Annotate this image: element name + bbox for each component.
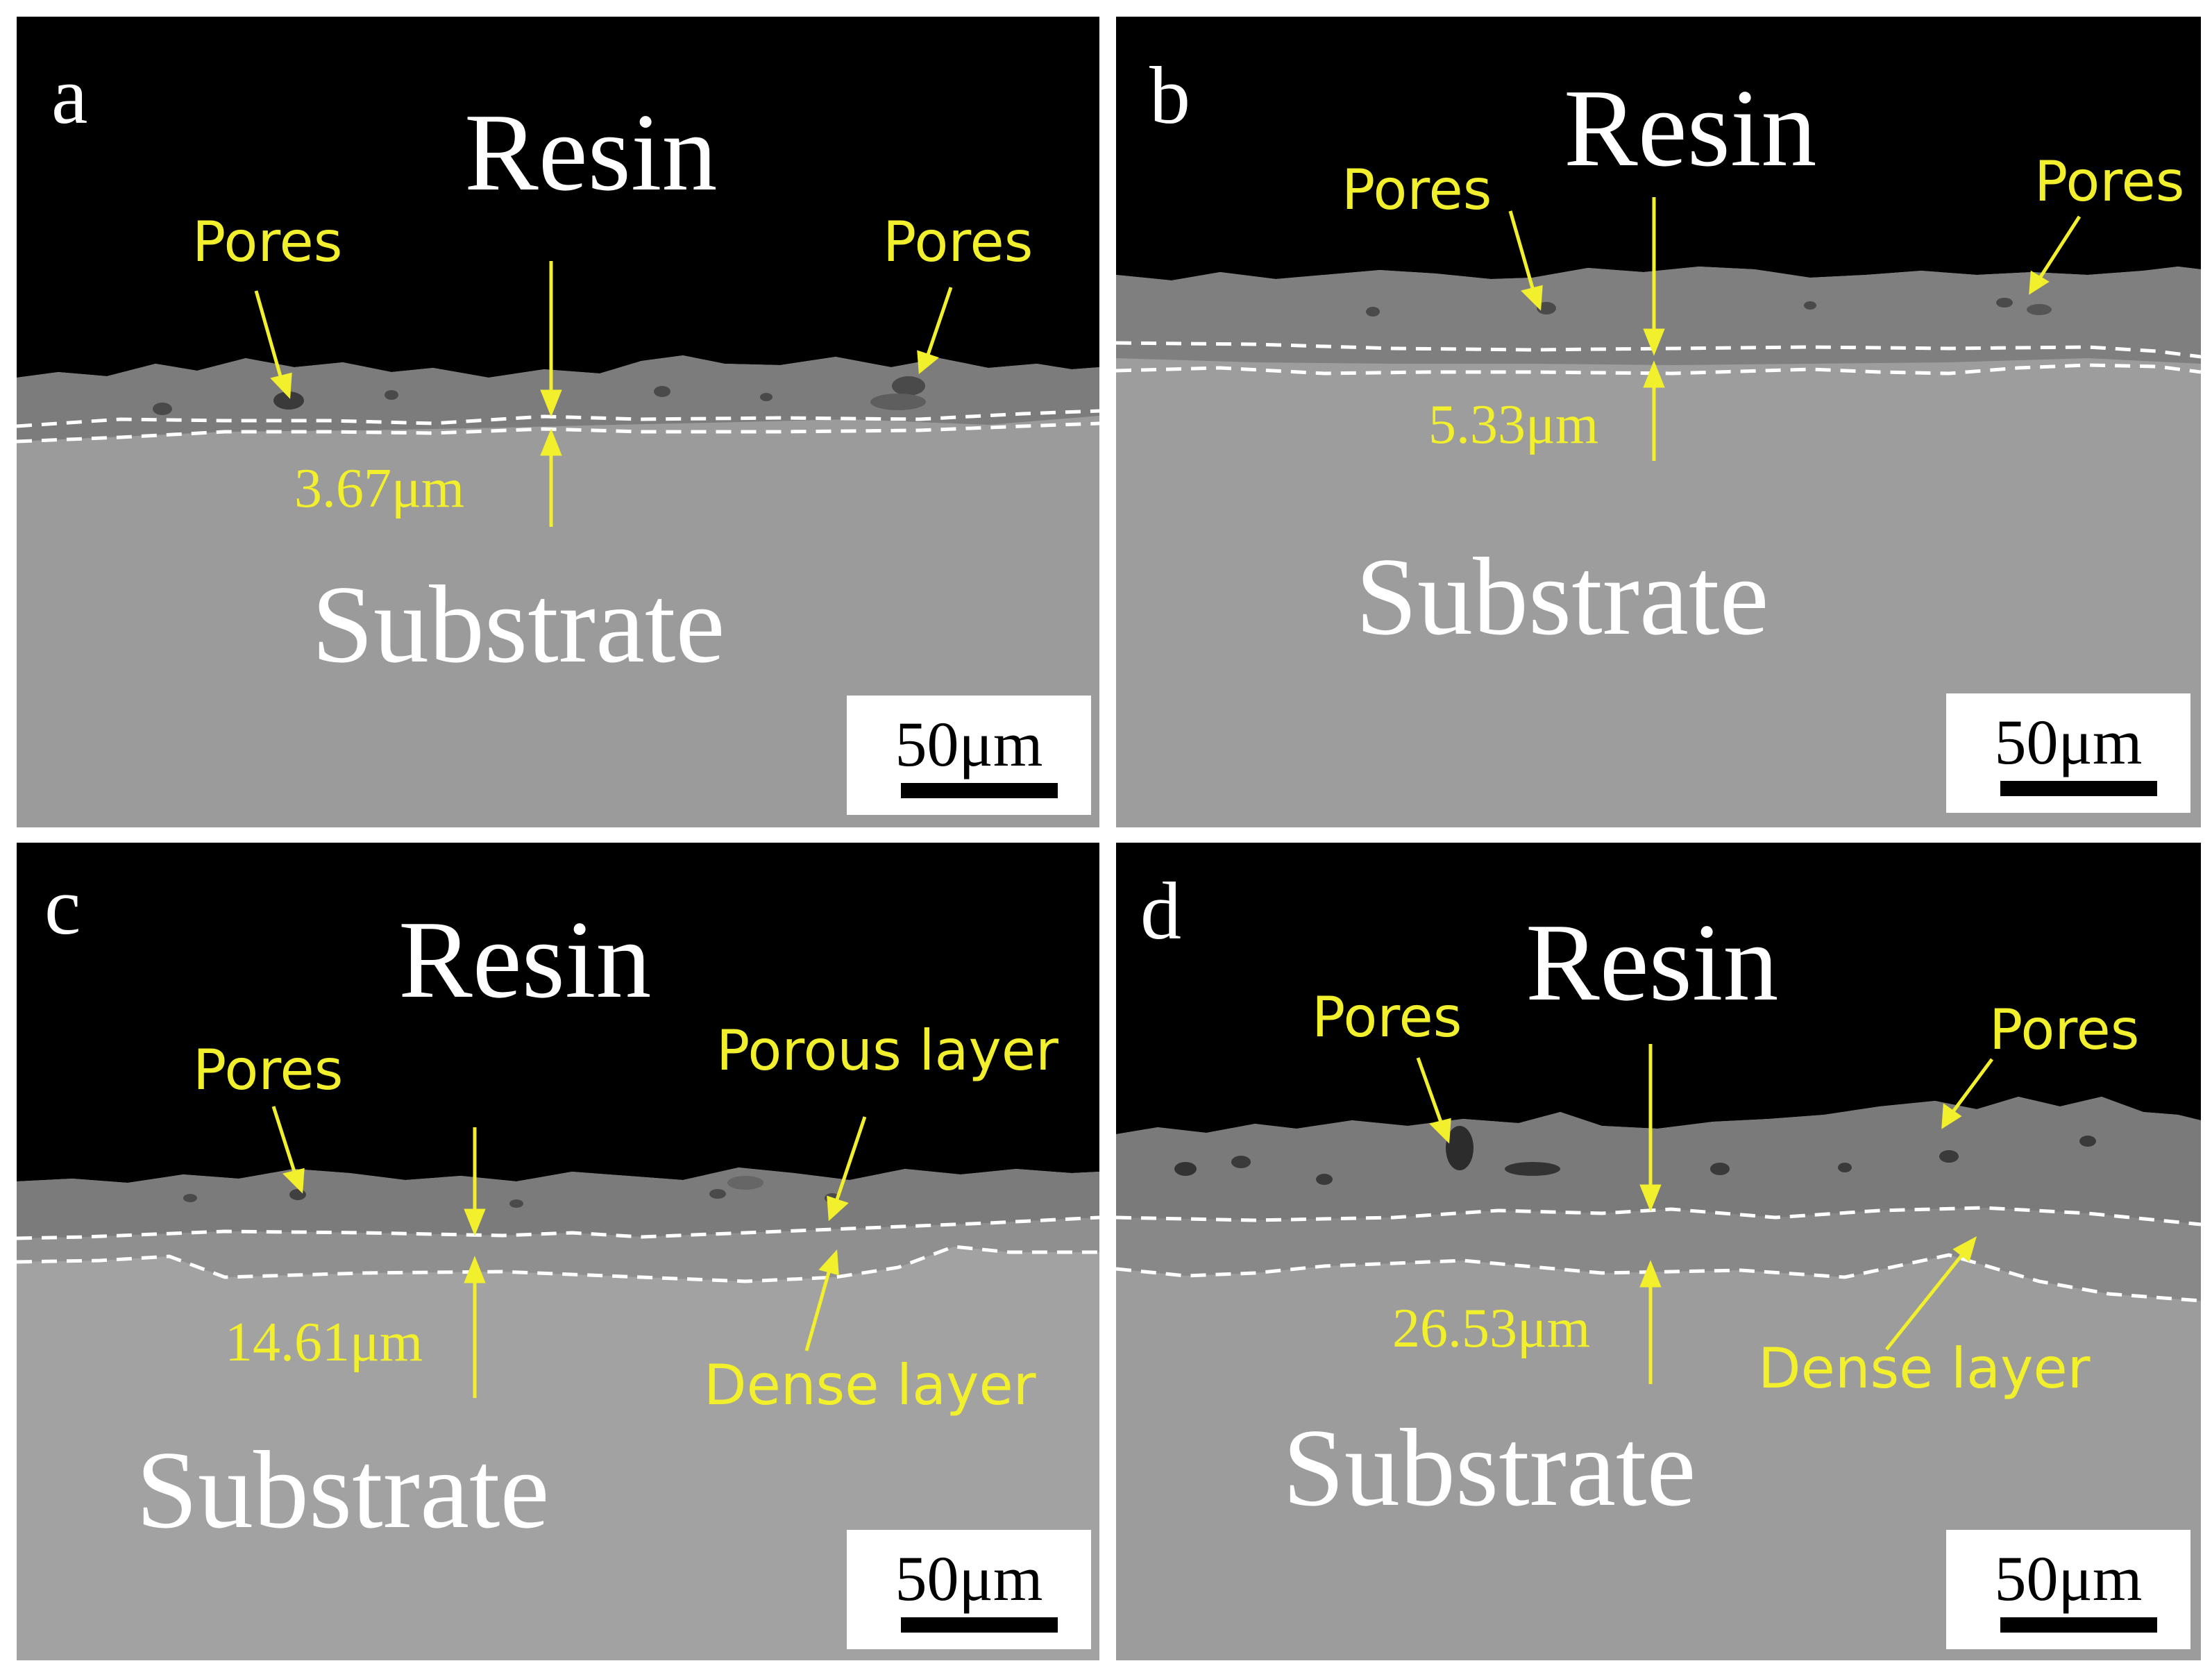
scale-bar-box: 50μm	[847, 696, 1091, 815]
thickness-measurement: 3.67μm	[294, 458, 465, 519]
pores-label-right: Pores	[2034, 149, 2185, 214]
scale-bar-box: 50μm	[1946, 693, 2190, 813]
resin-label: Resin	[1564, 66, 1817, 189]
substrate-label: Substrate	[1356, 534, 1769, 658]
pores-label-left: Pores	[1342, 158, 1492, 222]
pores-label-left: Pores	[1312, 985, 1462, 1050]
sem-image-d	[1116, 843, 2201, 1660]
thickness-measurement: 26.53μm	[1392, 1298, 1591, 1359]
substrate-label: Substrate	[312, 562, 725, 686]
thickness-measurement: 14.61μm	[225, 1312, 423, 1373]
panel-label: a	[51, 50, 88, 141]
substrate-label: Substrate	[136, 1428, 550, 1551]
scale-bar-label: 50μm	[1994, 1543, 2143, 1614]
substrate-label: Substrate	[1283, 1406, 1696, 1529]
annotations-b	[1116, 197, 2201, 461]
panel-c: c Resin Substrate Pores Porous layer Den…	[17, 843, 1099, 1660]
scale-bar-box: 50μm	[847, 1530, 1091, 1649]
dense-layer-label: Dense layer	[704, 1353, 1036, 1417]
sem-image-b	[1116, 17, 2201, 827]
pores-label-right: Pores	[1989, 997, 2140, 1062]
resin-label: Resin	[1526, 900, 1779, 1024]
pores-label: Pores	[193, 1038, 344, 1102]
thickness-measurement: 5.33μm	[1428, 394, 1599, 455]
scale-bar	[901, 783, 1058, 798]
resin-label: Resin	[398, 898, 652, 1021]
scale-bar-label: 50μm	[895, 1543, 1043, 1614]
panel-d: d Resin Substrate Pores Pores Dense laye…	[1116, 843, 2201, 1660]
panel-b: b Resin Substrate Pores Pores 5.33μm 50μ…	[1116, 17, 2201, 827]
pores-label-right: Pores	[883, 210, 1033, 274]
scale-bar-box: 50μm	[1946, 1530, 2190, 1649]
panel-label: c	[44, 861, 81, 952]
scale-bar	[2000, 1617, 2157, 1633]
scale-bar-label: 50μm	[1994, 707, 2143, 777]
annotations-c	[17, 1106, 1099, 1398]
scale-bar-label: 50μm	[895, 709, 1043, 779]
dense-layer-label: Dense layer	[1758, 1336, 2091, 1401]
resin-label: Resin	[464, 90, 718, 214]
porous-layer-label: Porous layer	[716, 1018, 1058, 1083]
scale-bar	[2000, 781, 2157, 796]
panel-label: b	[1149, 50, 1190, 141]
scale-bar	[901, 1617, 1058, 1633]
annotations-d	[1116, 1044, 2201, 1384]
pores-label-left: Pores	[192, 210, 343, 274]
annotations-a	[17, 261, 1099, 527]
sem-image-c	[17, 843, 1099, 1660]
panel-label: d	[1140, 866, 1181, 957]
panel-a: a Resin Substrate Pores Pores 3.67μm 50μ…	[17, 17, 1099, 827]
